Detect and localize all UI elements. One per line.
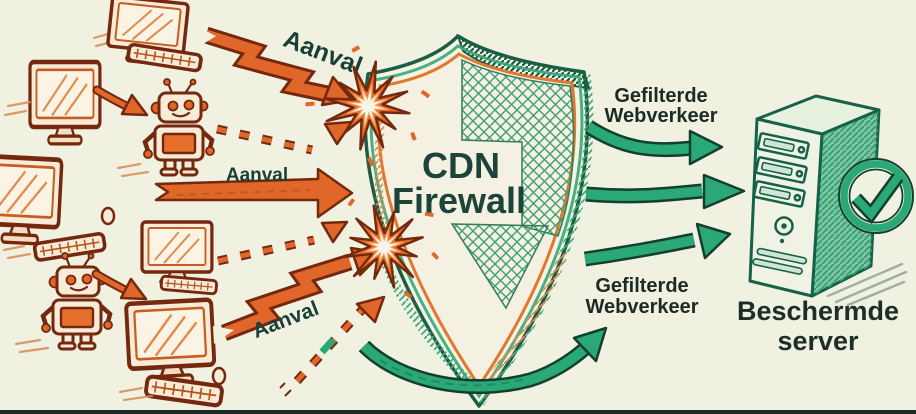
cdn-firewall-shield: CDN Firewall [363,33,594,408]
infection-arrow-1 [92,85,149,117]
shield-crosshatch-upper [461,58,575,237]
shield-title-line2: Firewall [392,180,526,221]
filtered-traffic-arrows [358,120,746,395]
server-tower-icon [748,94,881,298]
checkmark-icon [838,158,914,234]
attack-label-middle: Aanval [226,165,288,186]
filtered-label-top-line2: Webverkeer [604,105,717,127]
attack-arrow-middle [154,167,354,219]
mouse-icon-1 [100,206,116,226]
filtered-arrow-1 [584,120,724,166]
server-caption-line1: Beschermde [737,296,899,326]
filtered-traffic-label-top: Gefilterde Webverkeer [604,85,717,127]
dashed-attack-arrow-2 [217,220,349,266]
filtered-arrow-2 [585,173,746,210]
filtered-traffic-label-bottom: Gefilterde Webverkeer [585,275,698,318]
filtered-label-bottom-line1: Gefilterde [595,275,688,297]
protected-server: Beschermde server [737,94,914,356]
infection-arrow-2 [91,269,148,301]
shield-title-line1: CDN [422,145,500,186]
keyboard-icon-4 [159,274,219,296]
bottom-border [0,410,916,414]
filtered-label-bottom-line2: Webverkeer [585,296,698,318]
mouse-icon-2 [211,366,227,386]
shield-crosshatch-lower [450,223,550,310]
server-caption-line2: server [777,326,859,356]
filtered-label-top-line1: Gefilterde [614,85,707,107]
filtered-arrow-3 [583,222,732,267]
botnet-group [0,0,227,406]
filtered-curved-arrow [358,326,608,395]
dashed-attack-arrow-3 [279,295,386,397]
